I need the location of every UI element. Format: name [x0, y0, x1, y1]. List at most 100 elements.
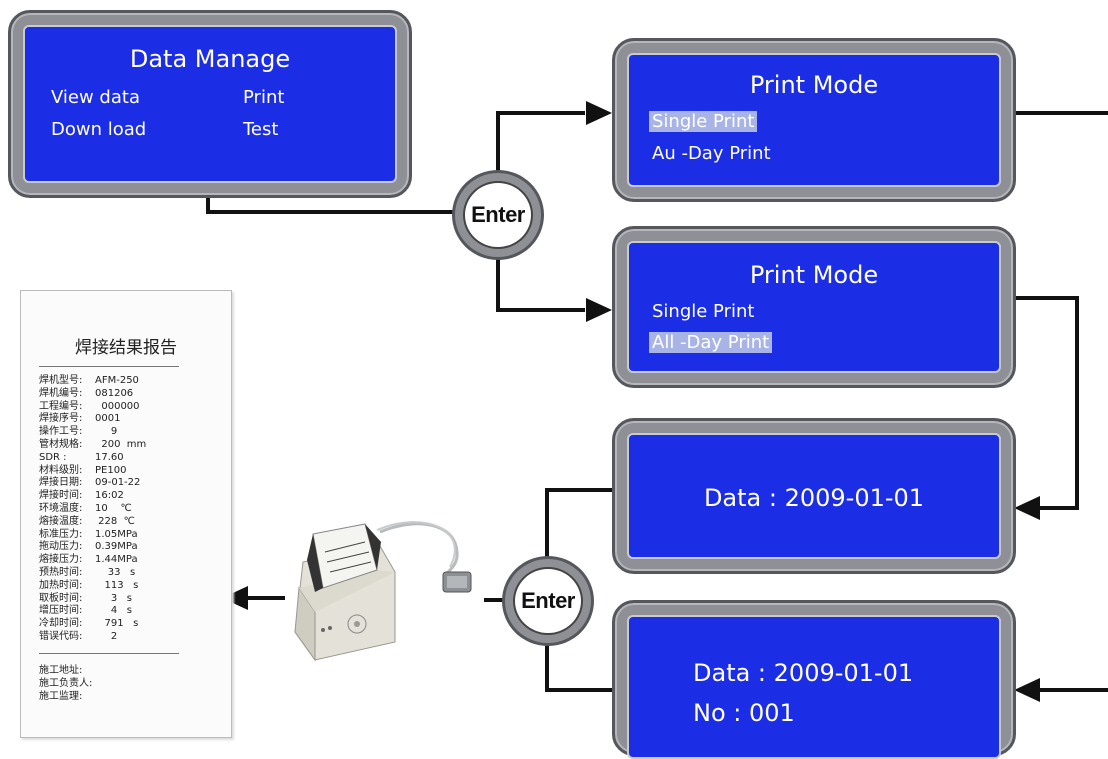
- line-date-to-enter: [545, 488, 612, 570]
- receipt-footer-address: 施工地址:: [39, 665, 83, 676]
- receipt-row-value: 3 s: [95, 592, 133, 604]
- receipt-row-label: 取板时间:: [39, 592, 83, 604]
- receipt-row-label: 拖动压力:: [39, 541, 83, 553]
- date-text: Data : 2009-01-01: [703, 484, 925, 512]
- receipt-row-label: 材料级别:: [39, 464, 83, 476]
- receipt-row-label: 焊接时间:: [39, 490, 83, 502]
- receipt-row: 拖动压力: 0.39MPa: [39, 541, 138, 553]
- enter-button-bottom[interactable]: Enter: [502, 556, 594, 646]
- receipt-row: 焊接序号: 0001: [39, 413, 120, 425]
- receipt-row-value: AFM-250: [95, 375, 139, 386]
- receipt-row-label: 焊机型号:: [39, 375, 83, 386]
- receipt-row-label: 加热时间:: [39, 579, 83, 591]
- receipt-row: 错误代码: 2: [39, 631, 117, 643]
- receipt-row-value: 113 s: [95, 579, 139, 591]
- receipt-footer-manager: 施工负责人:: [39, 678, 93, 689]
- arrow-to-all: [586, 298, 612, 322]
- menu-download[interactable]: Down load: [51, 119, 147, 140]
- receipt-row-value: 0001: [95, 413, 121, 425]
- print-mode-title: Print Mode: [749, 261, 879, 289]
- date-number-screen: Data : 2009-01-01 No : 001: [612, 600, 1016, 759]
- line-enter-to-single: [496, 111, 585, 178]
- receipt-row-value: 1.05MPa: [95, 528, 138, 540]
- menu-test[interactable]: Test: [243, 119, 279, 140]
- receipt-row-value: PE100: [95, 464, 127, 476]
- receipt-row-label: 环境温度:: [39, 503, 83, 514]
- receipt-row: 环境温度: 10 ℃: [39, 503, 132, 515]
- line-enter-to-all: [496, 248, 585, 312]
- receipt-row-label: 增压时间:: [39, 605, 83, 617]
- receipt-divider-top: [39, 366, 179, 367]
- menu-view-data[interactable]: View data: [51, 87, 140, 108]
- receipt-row: 熔接压力: 1.44MPa: [39, 554, 138, 566]
- option-single-print-selected[interactable]: Single Print: [649, 111, 758, 132]
- receipt-row-value: 17.60: [95, 451, 124, 463]
- enter-button-top[interactable]: Enter: [452, 170, 544, 260]
- receipt-row-value: 228 ℃: [95, 515, 135, 527]
- receipt-row: 焊机型号: AFM-250: [39, 375, 139, 387]
- receipt-row-value: 10 ℃: [95, 503, 132, 514]
- arrow-to-date: [1014, 496, 1040, 520]
- receipt-footer-supervisor: 施工监理:: [39, 691, 83, 702]
- date-screen: Data : 2009-01-01: [612, 418, 1016, 574]
- thermal-printer-icon: [294, 521, 472, 662]
- option-all-day-print[interactable]: Au -Day Print: [652, 143, 771, 164]
- receipt-row-label: SDR :: [39, 451, 67, 463]
- receipt-row-value: 000000: [95, 400, 140, 412]
- receipt-row-label: 管材规格:: [39, 439, 83, 450]
- receipt-row: 预热时间: 33 s: [39, 567, 135, 579]
- receipt-row-label: 焊接序号:: [39, 413, 83, 425]
- arrow-to-single: [586, 101, 612, 125]
- receipt-row: 工程编号: 000000: [39, 401, 140, 413]
- receipt-row: 加热时间: 113 s: [39, 580, 138, 592]
- option-all-day-print-selected[interactable]: All -Day Print: [649, 332, 773, 353]
- print-mode-single-screen: Print Mode Single Print Au -Day Print: [612, 38, 1016, 202]
- receipt-row-value: 200 mm: [95, 439, 147, 450]
- receipt-row: 熔接温度: 228 ℃: [39, 516, 135, 528]
- menu-print[interactable]: Print: [243, 87, 285, 108]
- receipt-row-label: 错误代码:: [39, 631, 83, 642]
- number-text: No : 001: [693, 699, 795, 727]
- data-manage-title: Data Manage: [129, 45, 291, 73]
- date-text: Data : 2009-01-01: [693, 659, 914, 687]
- receipt-divider-bottom: [39, 653, 179, 654]
- enter-label: Enter: [463, 181, 533, 249]
- data-manage-screen: Data Manage View data Print Down load Te…: [8, 10, 412, 198]
- receipt-row: 冷却时间: 791 s: [39, 618, 138, 630]
- receipt-title: 焊接结果报告: [75, 338, 177, 358]
- receipt-row-value: 16:02: [95, 490, 124, 502]
- receipt-row-label: 焊机编号:: [39, 387, 83, 399]
- line-dateno-to-enter: [545, 630, 612, 692]
- receipt-row-label: 工程编号:: [39, 400, 83, 412]
- arrow-to-receipt: [222, 586, 248, 610]
- receipt-row-value: 791 s: [95, 618, 139, 630]
- receipt-row-value: 081206: [95, 387, 134, 399]
- receipt-row: 焊接时间: 16:02: [39, 490, 124, 502]
- receipt-row-label: 冷却时间:: [39, 618, 83, 630]
- receipt-row-label: 焊接日期:: [39, 477, 83, 489]
- printed-receipt: 焊接结果报告 焊机型号: AFM-250 焊机编号: 081206 工程编号: 0000…: [20, 290, 232, 738]
- receipt-row: 标准压力: 1.05MPa: [39, 529, 138, 541]
- receipt-row: 焊机编号: 081206: [39, 388, 133, 400]
- receipt-row-label: 标准压力:: [39, 528, 83, 540]
- receipt-row: 取板时间: 3 s: [39, 593, 132, 605]
- receipt-row: SDR : 17.60: [39, 452, 124, 464]
- option-single-print[interactable]: Single Print: [652, 301, 755, 322]
- receipt-row-value: 1.44MPa: [95, 554, 138, 566]
- receipt-row: 材料级别: PE100: [39, 465, 126, 477]
- receipt-row: 管材规格: 200 mm: [39, 439, 146, 451]
- print-mode-all-screen: Print Mode Single Print All -Day Print: [612, 226, 1016, 388]
- receipt-row-label: 熔接压力:: [39, 554, 83, 566]
- enter-label: Enter: [513, 567, 583, 635]
- receipt-row-label: 熔接温度:: [39, 515, 83, 527]
- receipt-row-value: 4 s: [95, 605, 133, 617]
- receipt-row: 增压时间: 4 s: [39, 605, 132, 617]
- receipt-row-label: 操作工号:: [39, 426, 83, 438]
- receipt-row-value: 2: [95, 631, 118, 642]
- receipt-row-value: 0.39MPa: [95, 541, 138, 553]
- print-mode-title: Print Mode: [749, 71, 879, 99]
- arrow-to-date-no: [1014, 678, 1040, 702]
- receipt-row: 操作工号: 9: [39, 426, 117, 438]
- receipt-row: 焊接日期:09-01-22: [39, 477, 140, 489]
